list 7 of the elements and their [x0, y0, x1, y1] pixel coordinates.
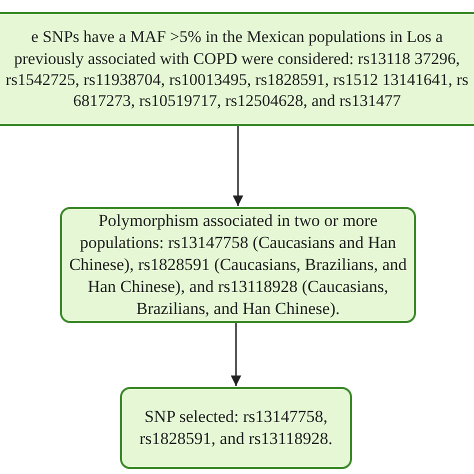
process-box: [120, 387, 352, 469]
process-box: [0, 12, 474, 126]
arrow: [232, 126, 244, 206]
arrow: [230, 323, 242, 386]
box-text: Polymorphism associated in two or more populations: rs13147758 (Caucasians and Han Chinese), rs1828591 (Caucasians, Brazilians, and Han Chinese), and rs13118928 (Caucasians, Brazilians, and Han Chinese).: [68, 210, 408, 320]
box-text: SNP selected: rs13147758, rs1828591, and rs13118928.: [138, 406, 334, 450]
box-text: e SNPs have a MAF >5% in the Mexican populations in Los a previously associated with COPD were considered: rs13118 37296, rs1542725, rs11938704, rs10013495, rs1828591, rs1512 13141641, rs 6817273, rs10519717, rs12504628, and rs131477: [4, 26, 470, 112]
